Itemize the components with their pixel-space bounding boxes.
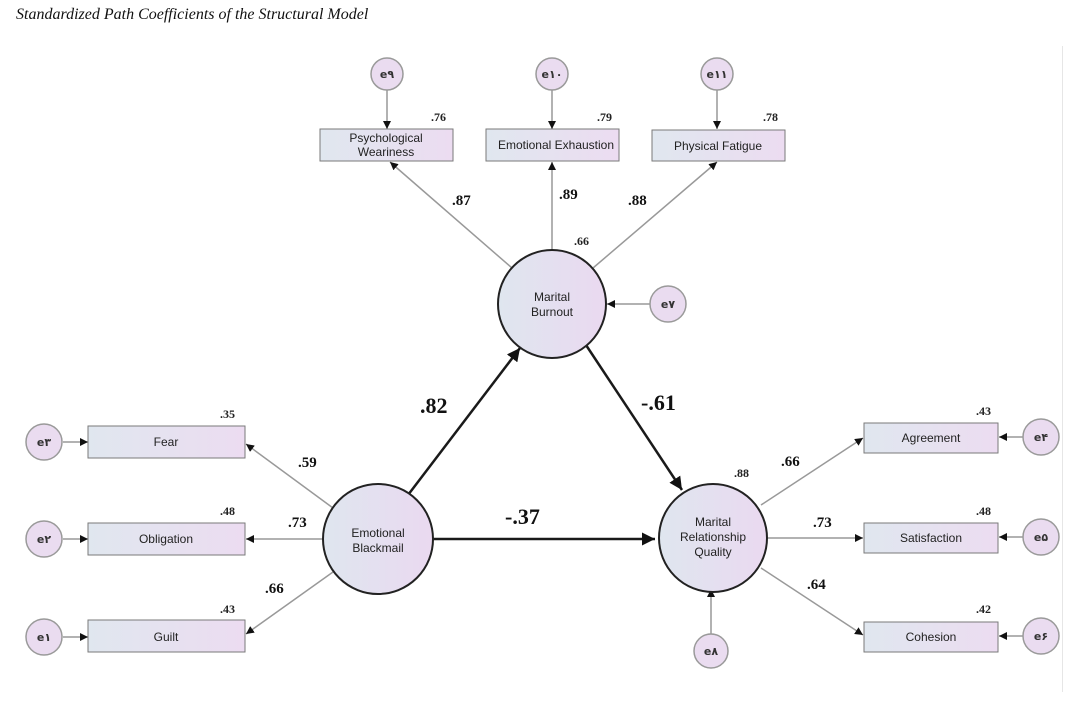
observed-label: Fear bbox=[154, 435, 179, 449]
observed-agreement: Agreement bbox=[863, 422, 999, 454]
r2-emotional-exhaustion: .79 bbox=[597, 110, 612, 124]
error-label: e۴ bbox=[1034, 431, 1048, 444]
latent-label: Relationship bbox=[680, 530, 746, 544]
latent-marital-burnout: Marital Burnout bbox=[497, 249, 607, 359]
observed-cohesion: Cohesion bbox=[863, 621, 999, 653]
observed-fear: Fear bbox=[87, 425, 246, 459]
observed-psychological-weariness: Psychological Weariness bbox=[319, 128, 454, 162]
error-label: e۱۱ bbox=[707, 68, 728, 81]
coef-eb-to-mb: .82 bbox=[420, 393, 448, 418]
path-mrq-to-cohesion bbox=[760, 567, 864, 636]
loading-fear: .59 bbox=[298, 455, 317, 471]
latent-label: Burnout bbox=[531, 305, 574, 319]
r2-satisfaction: .48 bbox=[976, 504, 991, 518]
observed-guilt: Guilt bbox=[87, 619, 246, 653]
latent-marital-relationship-quality: Marital Relationship Quality bbox=[658, 483, 768, 593]
observed-emotional-exhaustion: Emotional Exhaustion bbox=[485, 128, 620, 162]
loading-labels: .87 .89 .88 .59 .73 .66 .66 .73 .64 bbox=[265, 187, 832, 597]
r2-psychological-weariness: .76 bbox=[431, 110, 446, 124]
error-label: e۱ bbox=[37, 631, 51, 644]
latent-variables: Marital Burnout Emotional Blackmail Mari… bbox=[322, 249, 768, 595]
observed-obligation: Obligation bbox=[87, 522, 246, 556]
latent-emotional-blackmail: Emotional Blackmail bbox=[322, 483, 434, 595]
figure-title: Standardized Path Coefficients of the St… bbox=[16, 6, 369, 23]
error-e8: e۸ bbox=[693, 633, 729, 669]
coef-mb-to-mrq: -.61 bbox=[641, 390, 676, 415]
error-label: e۶ bbox=[1034, 630, 1048, 643]
error-terms: e۹ e۱۰ e۱۱ e۳ e۲ e۱ e۴ e۵ e۶ e۷ e۸ bbox=[25, 57, 1060, 669]
error-label: e۵ bbox=[1034, 531, 1048, 544]
observed-label: Satisfaction bbox=[900, 531, 962, 545]
r2-marital-burnout: .66 bbox=[574, 234, 589, 248]
latent-label: Emotional bbox=[351, 526, 404, 540]
latent-label: Marital bbox=[534, 290, 570, 304]
path-mrq-to-agreement bbox=[760, 437, 864, 506]
error-e11: e۱۱ bbox=[700, 57, 734, 91]
observed-label: Obligation bbox=[139, 532, 193, 546]
observed-label: Cohesion bbox=[906, 630, 957, 644]
observed-variables: Psychological Weariness Emotional Exhaus… bbox=[87, 128, 999, 653]
latent-label: Marital bbox=[695, 515, 731, 529]
observed-label: Agreement bbox=[902, 431, 961, 445]
error-e7: e۷ bbox=[649, 285, 687, 323]
error-label: e۹ bbox=[380, 68, 394, 81]
observed-label: Weariness bbox=[358, 145, 414, 159]
structural-coefficient-labels: .82 -.61 -.37 bbox=[420, 390, 676, 529]
path-mb-to-mrq bbox=[582, 341, 684, 491]
error-e10: e۱۰ bbox=[535, 57, 569, 91]
r2-fear: .35 bbox=[220, 407, 235, 421]
observed-satisfaction: Satisfaction bbox=[863, 522, 999, 554]
error-e6: e۶ bbox=[1022, 617, 1060, 655]
error-label: e۷ bbox=[661, 298, 675, 311]
error-label: e۱۰ bbox=[542, 68, 563, 81]
r2-obligation: .48 bbox=[220, 504, 235, 518]
r2-agreement: .43 bbox=[976, 404, 991, 418]
path-mb-to-psychological-weariness bbox=[389, 161, 513, 269]
r2-physical-fatigue: .78 bbox=[763, 110, 778, 124]
error-e5: e۵ bbox=[1022, 518, 1060, 556]
path-eb-to-mb bbox=[407, 347, 521, 496]
path-eb-to-fear bbox=[245, 443, 334, 509]
loading-satisfaction: .73 bbox=[813, 515, 832, 531]
loading-cohesion: .64 bbox=[807, 577, 826, 593]
observed-label: Guilt bbox=[154, 630, 179, 644]
loading-physical-fatigue: .88 bbox=[628, 193, 647, 209]
loading-psychological-weariness: .87 bbox=[452, 193, 471, 209]
r2-cohesion: .42 bbox=[976, 602, 991, 616]
coef-eb-to-mrq: -.37 bbox=[505, 504, 540, 529]
loading-obligation: .73 bbox=[288, 515, 307, 531]
loading-emotional-exhaustion: .89 bbox=[559, 187, 578, 203]
latent-label: Quality bbox=[694, 545, 731, 559]
error-e1: e۱ bbox=[25, 618, 63, 656]
page-edge-divider bbox=[1062, 46, 1063, 692]
path-eb-to-guilt bbox=[245, 571, 334, 635]
error-label: e۸ bbox=[704, 645, 718, 658]
error-label: e۲ bbox=[37, 533, 51, 546]
error-e3: e۳ bbox=[25, 423, 63, 461]
r-squared-labels: .76 .79 .78 .35 .48 .43 .43 .48 .42 .66 … bbox=[220, 110, 991, 616]
error-label: e۳ bbox=[37, 436, 51, 449]
path-mb-to-physical-fatigue bbox=[592, 161, 718, 269]
r2-guilt: .43 bbox=[220, 602, 235, 616]
measurement-paths bbox=[63, 90, 1023, 641]
r2-marital-relationship-quality: .88 bbox=[734, 466, 749, 480]
error-e9: e۹ bbox=[370, 57, 404, 91]
observed-label: Emotional Exhaustion bbox=[498, 138, 614, 152]
structural-paths bbox=[407, 341, 684, 546]
error-e2: e۲ bbox=[25, 520, 63, 558]
latent-label: Blackmail bbox=[352, 541, 403, 555]
error-e4: e۴ bbox=[1022, 418, 1060, 456]
loading-guilt: .66 bbox=[265, 581, 284, 597]
loading-agreement: .66 bbox=[781, 454, 800, 470]
observed-label: Psychological bbox=[349, 131, 422, 145]
observed-physical-fatigue: Physical Fatigue bbox=[651, 129, 786, 162]
observed-label: Physical Fatigue bbox=[674, 139, 762, 153]
